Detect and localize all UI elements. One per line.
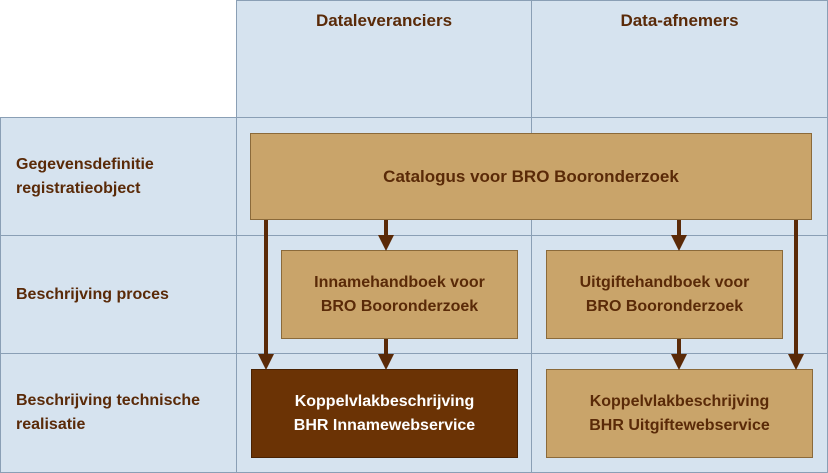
output-interface-box-label: Koppelvlakbeschrijving BHR Uitgiftewebse…: [589, 392, 770, 434]
row-label-process: Beschrijving proces: [0, 235, 237, 354]
intake-interface-box-label: Koppelvlakbeschrijving BHR Innamewebserv…: [293, 392, 476, 434]
row-label-technical-text: Beschrijving technische realisatie: [16, 392, 201, 433]
intake-handbook-box-label: Innamehandboek voor BRO Booronderzoek: [314, 273, 485, 315]
row-label-definition: Gegevensdefinitie registratieobject: [0, 117, 237, 236]
output-handbook-box-label: Uitgiftehandboek voor BRO Booronderzoek: [579, 273, 750, 315]
column-header-suppliers: Dataleveranciers: [236, 0, 532, 118]
column-header-suppliers-label: Dataleveranciers: [315, 11, 453, 30]
output-interface-box: Koppelvlakbeschrijving BHR Uitgiftewebse…: [546, 369, 813, 458]
catalogue-box-label: Catalogus voor BRO Booronderzoek: [383, 166, 679, 186]
intake-interface-box: Koppelvlakbeschrijving BHR Innamewebserv…: [251, 369, 518, 458]
row-label-definition-text: Gegevensdefinitie registratieobject: [16, 155, 154, 197]
intake-handbook-box: Innamehandboek voor BRO Booronderzoek: [281, 250, 518, 339]
catalogue-box: Catalogus voor BRO Booronderzoek: [250, 133, 812, 220]
row-label-process-text: Beschrijving proces: [16, 285, 169, 303]
row-label-technical: Beschrijving technische realisatie: [0, 353, 237, 473]
column-header-consumers: Data-afnemers: [531, 0, 828, 118]
column-header-consumers-label: Data-afnemers: [620, 11, 739, 30]
output-handbook-box: Uitgiftehandboek voor BRO Booronderzoek: [546, 250, 783, 339]
